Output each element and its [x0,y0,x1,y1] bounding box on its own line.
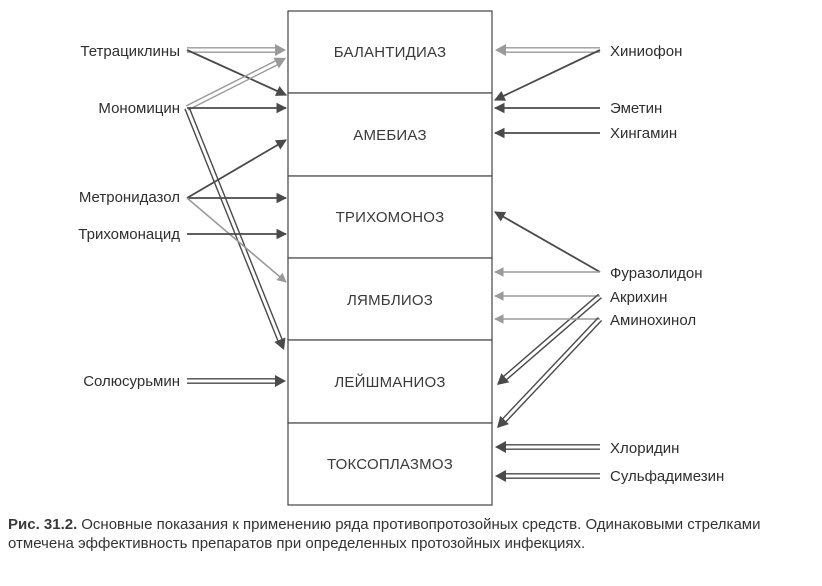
arrow-4-head [274,337,286,350]
disease-label: ЛЯМБЛИОЗ [347,292,433,309]
drug-label-sulfadimezin: Сульфадимезин [610,468,724,485]
drug-label-chingamin: Хингамин [610,125,677,142]
arrow-17-b [504,297,602,382]
disease-label: ТОКСОПЛАЗМОЗ [327,456,453,473]
figure-number: Рис. 31.2. [8,516,78,533]
disease-box-giardiasis: ЛЯМБЛИОЗ [287,257,493,341]
drug-label-aminochinol: Аминохинол [610,312,696,329]
disease-label: ТРИХОМОНОЗ [336,209,445,226]
arrow-19-a [501,317,599,421]
drug-indication-diagram: БАЛАНТИДИАЗ АМЕБИАЗ ТРИХОМОНОЗ ЛЯМБЛИОЗ … [78,10,724,506]
disease-column: БАЛАНТИДИАЗ АМЕБИАЗ ТРИХОМОНОЗ ЛЯМБЛИОЗ … [287,10,493,506]
arrow-2-a [187,63,280,111]
disease-label: АМЕБИАЗ [353,127,426,144]
arrow-19-b [504,320,603,424]
arrow-7 [186,197,287,283]
drug-label-chloridine: Хлоридин [610,440,679,457]
disease-box-leishmaniasis: ЛЕЙШМАНИОЗ [287,339,493,424]
disease-label: ЛЕЙШМАНИОЗ [334,373,445,391]
arrow-17-head [497,373,510,385]
arrow-11 [494,49,601,101]
arrow-17-a [501,293,600,378]
drug-label-tetracyclines: Тетрациклины [80,43,180,60]
arrow-14 [494,211,601,273]
arrow-10-head [495,44,506,56]
drug-label-metronidazole: Метронидазол [79,189,180,206]
arrow-9-head [275,375,286,387]
disease-box-toxoplasmosis: ТОКСОПЛАЗМОЗ [287,422,493,506]
drug-label-monomycin: Мономицин [98,100,180,117]
arrow-4-b [188,106,284,342]
caption-text: Основные показания к применению ряда про… [8,516,761,552]
arrow-5 [186,139,287,199]
arrow-20-head [495,441,506,453]
left-drug-labels: Тетрациклины Мономицин Метронидазол Трих… [78,43,180,390]
drug-label-trichomonacid: Трихомонацид [78,226,180,243]
disease-label: БАЛАНТИДИАЗ [334,44,447,61]
drug-label-solusurmin: Солюсурьмин [83,373,180,390]
drug-label-acrichin: Акрихин [610,289,667,306]
drug-label-emetine: Эметин [610,100,662,117]
arrow-2-head [273,57,286,69]
arrows-layer [184,44,603,482]
disease-box-trichomoniasis: ТРИХОМОНОЗ [287,175,493,259]
arrow-2-b [185,59,278,107]
drug-label-chiniofon: Хиниофон [610,43,682,60]
arrow-1 [186,49,287,96]
figure-caption: Рис. 31.2.Основные показания к применени… [8,515,814,553]
drug-label-furazolidone: Фуразолидон [610,265,702,282]
disease-box-balantidiasis: БАЛАНТИДИАЗ [287,10,493,94]
right-drug-labels: Хиниофон Эметин Хингамин Фуразолидон Акр… [610,43,724,485]
arrow-4-a [184,108,280,343]
arrow-19-head [497,415,509,428]
arrow-21-head [495,470,506,482]
arrow-0-head [275,44,286,56]
disease-box-amebiasis: АМЕБИАЗ [287,92,493,177]
